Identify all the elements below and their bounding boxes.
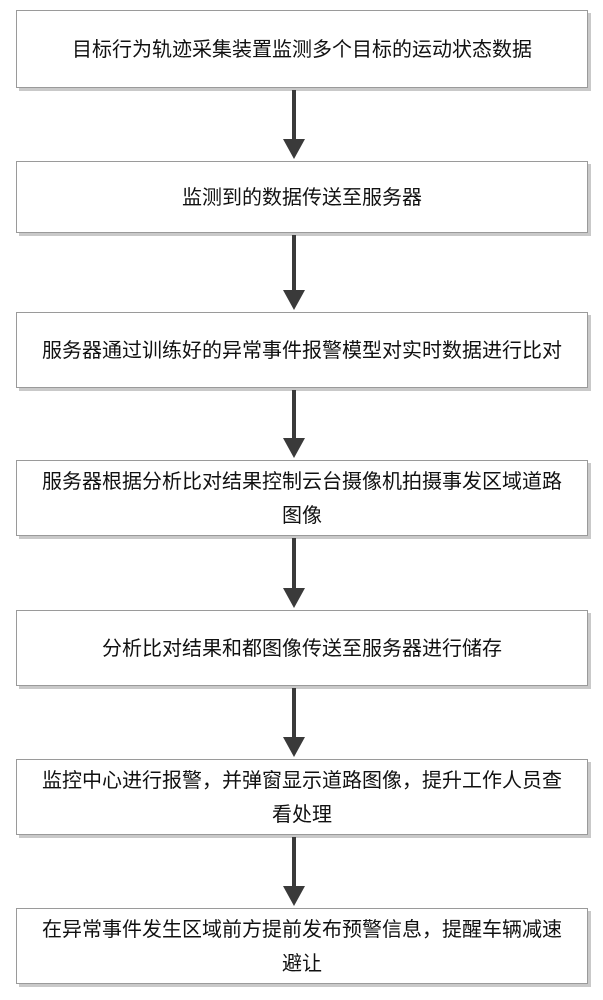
flow-arrow-2-to-3 xyxy=(283,235,305,310)
flow-step-7: 在异常事件发生区域前方提前发布预警信息，提醒车辆减速避让 xyxy=(16,908,588,984)
flow-step-5: 分析比对结果和都图像传送至服务器进行储存 xyxy=(16,610,588,686)
flow-step-4: 服务器根据分析比对结果控制云台摄像机拍摄事发区域道路图像 xyxy=(16,460,588,536)
flow-step-3: 服务器通过训练好的异常事件报警模型对实时数据进行比对 xyxy=(16,312,588,388)
flow-step-3-text: 服务器通过训练好的异常事件报警模型对实时数据进行比对 xyxy=(42,333,562,367)
flow-step-2: 监测到的数据传送至服务器 xyxy=(16,161,588,233)
flow-step-7-text: 在异常事件发生区域前方提前发布预警信息，提醒车辆减速避让 xyxy=(37,912,567,980)
flow-step-6: 监控中心进行报警，并弹窗显示道路图像，提升工作人员查看处理 xyxy=(16,759,588,835)
flow-step-5-text: 分析比对结果和都图像传送至服务器进行储存 xyxy=(102,631,502,665)
flow-arrow-1-to-2 xyxy=(283,90,305,159)
flow-arrow-5-to-6 xyxy=(283,688,305,757)
flow-arrow-4-to-5 xyxy=(283,538,305,608)
flow-arrow-6-to-7 xyxy=(283,837,305,906)
flow-arrow-3-to-4 xyxy=(283,390,305,458)
flow-step-6-text: 监控中心进行报警，并弹窗显示道路图像，提升工作人员查看处理 xyxy=(37,763,567,831)
flow-step-1: 目标行为轨迹采集装置监测多个目标的运动状态数据 xyxy=(16,10,588,88)
flow-step-4-text: 服务器根据分析比对结果控制云台摄像机拍摄事发区域道路图像 xyxy=(37,464,567,532)
flow-step-1-text: 目标行为轨迹采集装置监测多个目标的运动状态数据 xyxy=(72,32,532,66)
flow-step-2-text: 监测到的数据传送至服务器 xyxy=(182,180,422,214)
